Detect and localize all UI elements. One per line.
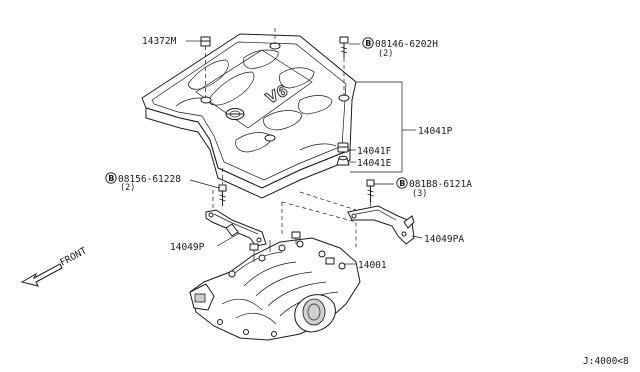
label-14041e: 14041E — [357, 158, 392, 169]
bolt-letter: B — [108, 174, 114, 183]
label-14049pa: 14049PA — [424, 234, 464, 245]
label-14049p: 14049P — [170, 242, 205, 253]
front-arrow-icon — [20, 263, 63, 287]
label-14041p: 14041P — [418, 126, 453, 137]
bracket-14049pa — [347, 205, 415, 245]
callout-bolt-08156-61228: B 08156-61228 (2) — [105, 172, 181, 193]
bolt-letter: B — [399, 179, 405, 188]
intake-manifold — [189, 231, 361, 341]
grommet-icon — [337, 142, 349, 153]
bolt-icon — [366, 179, 375, 216]
bolt-letter: B — [365, 39, 371, 48]
grommet-icon — [264, 134, 276, 142]
leader-lines — [186, 40, 423, 265]
qty-08156-61228: (2) — [120, 183, 135, 193]
collar-14041e — [336, 155, 350, 166]
label-08146-6202h: 08146-6202H — [375, 39, 438, 50]
callout-bolt-08146-6202h: B 08146-6202H (2) — [362, 37, 438, 59]
front-label: FRONT — [58, 245, 89, 268]
qty-08146-6202h: (2) — [378, 49, 393, 59]
diagram-code: J:4000<8 — [583, 356, 629, 367]
grommet-icon — [200, 96, 212, 104]
callout-bolt-081b8-6121a: B 081B8-6121A (3) — [396, 177, 472, 199]
bracket-14049p — [205, 209, 267, 247]
label-08156-61228: 08156-61228 — [118, 174, 181, 185]
label-14001: 14001 — [358, 260, 387, 271]
engine-cover: V6 — [141, 33, 357, 199]
label-14041f: 14041F — [357, 146, 392, 157]
label-081b8-6121a: 081B8-6121A — [409, 179, 472, 190]
qty-081b8-6121a: (3) — [412, 189, 427, 199]
label-14372m: 14372M — [142, 36, 177, 47]
bolt-icon — [212, 168, 227, 212]
bolt-icon — [339, 36, 349, 96]
grommet-14372m — [200, 36, 211, 98]
nissan-emblem-icon — [225, 108, 245, 120]
